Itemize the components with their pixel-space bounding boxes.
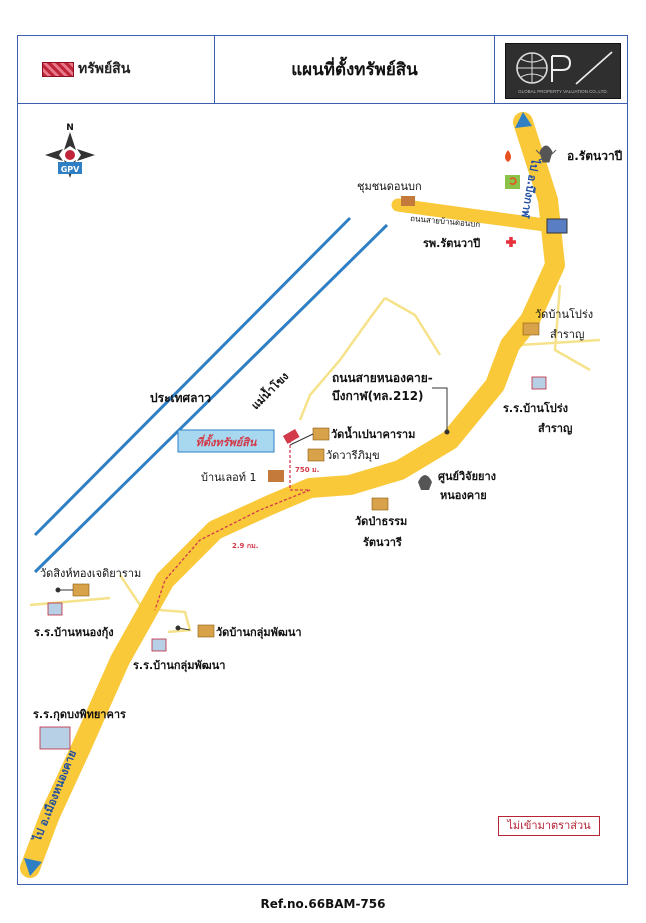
police-icon — [546, 218, 568, 234]
laos-label: ประเทศลาว — [150, 391, 211, 405]
temple-icon — [307, 448, 325, 462]
property-parcel-icon — [282, 429, 300, 444]
rattanawapi-hospital-label: รพ.รัตนวาปี — [423, 237, 480, 250]
logo-mark-icon: GLOBAL PROPERTY VALUATION CO.,LTD. — [516, 51, 613, 94]
main-road-leader — [432, 387, 448, 430]
saran-label: สำราญ — [550, 328, 584, 341]
wat-sing-label: วัดสิงห์ทองเจดิยาราม — [40, 567, 141, 580]
community-icon — [401, 196, 415, 206]
compass-brand-label: GPV — [61, 165, 80, 174]
school-icon — [531, 376, 547, 390]
temple-icon — [312, 427, 330, 441]
map-header: ทรัพย์สิน แผนที่ตั้งทรัพย์สิน GLOBAL PRO… — [18, 36, 627, 104]
reference-number: Ref.no.66BAM-756 — [260, 897, 386, 911]
mekong-river-bank-left — [33, 216, 352, 537]
school-ban-prong-label: ร.ร.บ้านโปร่ง — [503, 401, 568, 415]
wat-wari-label: วัดวารีภิมุข — [326, 449, 380, 462]
rubber-center-label-1: ศูนย์วิจัยยาง — [438, 470, 496, 484]
distance-2900-label: 2.9 กม. — [232, 542, 258, 550]
school-ban-prong-saran-label: สำราญ — [538, 422, 572, 435]
wat-ban-prong-label: วัดบ้านโปร่ง — [535, 307, 593, 321]
legend-cell: ทรัพย์สิน — [18, 36, 215, 103]
arrow-down-icon — [24, 858, 42, 876]
company-logo: GLOBAL PROPERTY VALUATION CO.,LTD. — [505, 43, 621, 99]
wat-pa-label-2: รัตนวารี — [363, 536, 402, 549]
rubber-center-label-2: หนองคาย — [440, 489, 487, 502]
school-kud-label: ร.ร.กุดบงพิทยาคาร — [33, 708, 126, 722]
school-icon — [47, 602, 63, 616]
temple-icon — [371, 497, 389, 511]
school-icon — [39, 726, 71, 750]
minor-roads — [29, 284, 601, 634]
mekong-river-label: แม่น้ำโขง — [248, 368, 292, 412]
don-bok-community-label: ชุมชนดอนบก — [357, 180, 422, 193]
village-icon — [268, 470, 284, 482]
temple-icon — [72, 583, 90, 597]
school-nong-kung-label: ร.ร.บ้านหนองกุ้ง — [34, 626, 114, 640]
mekong-river-bank-right — [33, 223, 389, 574]
compass-rose — [45, 132, 95, 178]
property-marker[interactable] — [177, 429, 300, 453]
logo-caption: GLOBAL PROPERTY VALUATION CO.,LTD. — [518, 89, 608, 94]
school-icon — [151, 638, 167, 652]
main-road-label-2: บึงกาฬ(ทล.212) — [332, 389, 424, 403]
district-emblem-icon — [535, 145, 557, 163]
wat-nam-pen-label: วัดน้ำเปนาคาราม — [331, 426, 415, 441]
logo-cell: GLOBAL PROPERTY VALUATION CO.,LTD. — [495, 36, 627, 103]
wat-pa-label-1: วัดป่าธรรม — [355, 515, 407, 528]
gas-station-icon — [505, 150, 511, 162]
distance-750-label: 750 ม. — [295, 466, 319, 474]
school-klum-label: ร.ร.บ้านกลุ่มพัฒนา — [133, 659, 225, 673]
temple-icon — [197, 624, 215, 638]
compass-north-label: N — [66, 123, 74, 133]
distance-line-2900 — [154, 489, 311, 611]
map-frame: ทรัพย์สิน แผนที่ตั้งทรัพย์สิน GLOBAL PRO… — [17, 35, 628, 885]
page-title: แผนที่ตั้งทรัพย์สิน — [291, 60, 418, 80]
title-cell: แผนที่ตั้งทรัพย์สิน — [215, 36, 495, 103]
scale-note: ไม่เข้ามาตราส่วน — [498, 816, 600, 836]
main-highway — [20, 112, 565, 878]
property-label: ที่ตั้งทรัพย์สิน — [196, 434, 257, 449]
ban-lert-label: บ้านเลอท์ 1 — [201, 471, 257, 484]
wat-klum-label: วัดบ้านกลุ่มพัฒนา — [216, 626, 302, 640]
rattanawapi-district-label: อ.รัตนวาปี — [567, 149, 623, 163]
research-center-emblem-icon — [418, 475, 432, 490]
temple-icon — [522, 322, 540, 336]
side-road — [391, 198, 552, 232]
legend-label: ทรัพย์สิน — [78, 61, 131, 77]
leader-lines — [55, 433, 314, 631]
property-legend-swatch — [42, 62, 74, 77]
store-icon — [505, 175, 520, 189]
main-road-label-1: ถนนสายหนองคาย- — [332, 371, 433, 385]
distance-line-750 — [289, 440, 310, 491]
arrow-up-icon — [515, 112, 532, 128]
